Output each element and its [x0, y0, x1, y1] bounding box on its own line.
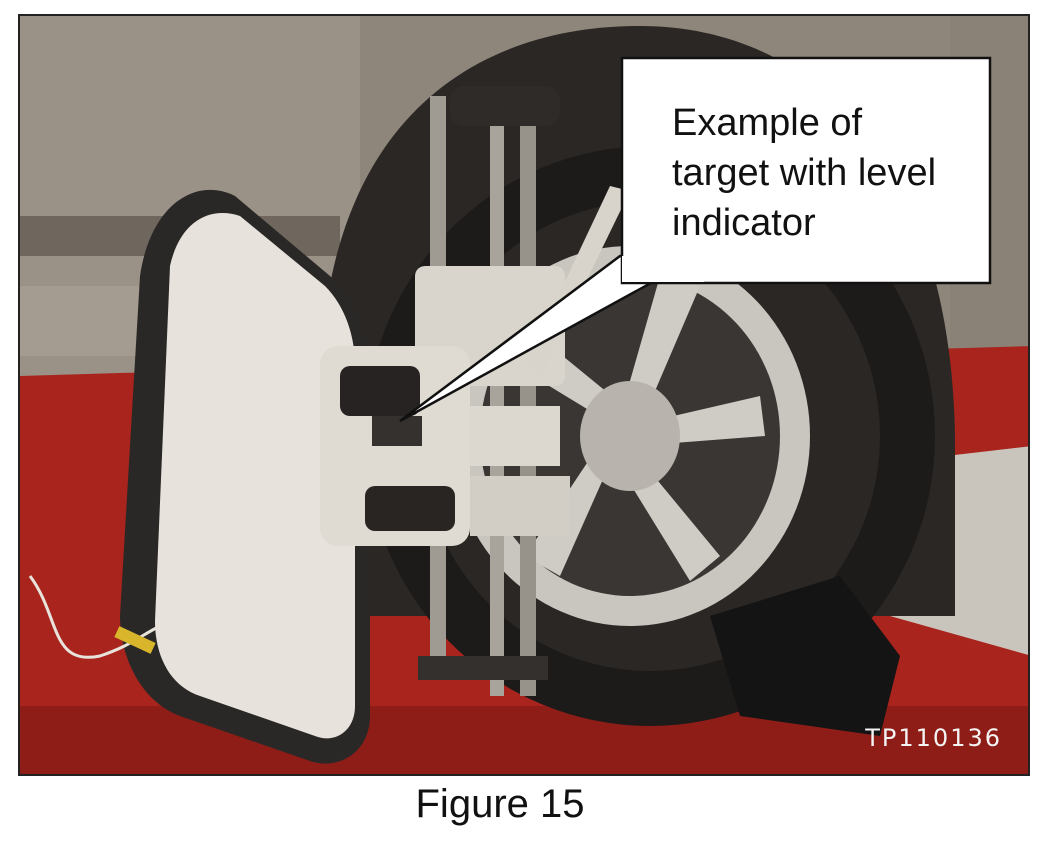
level-indicator: [372, 416, 422, 446]
callout-text: Example of target with level indicator: [672, 102, 937, 244]
photo-id: TP110136: [865, 724, 1002, 752]
wheel-hub: [580, 381, 680, 491]
alignment-target: [120, 189, 470, 764]
callout: [399, 56, 992, 423]
photo: Example of target with level indicator T…: [18, 14, 1030, 776]
wheel-chock: [710, 576, 900, 736]
wheel-alignment-photo: [20, 16, 1028, 774]
figure-caption: Figure 15: [415, 782, 585, 826]
